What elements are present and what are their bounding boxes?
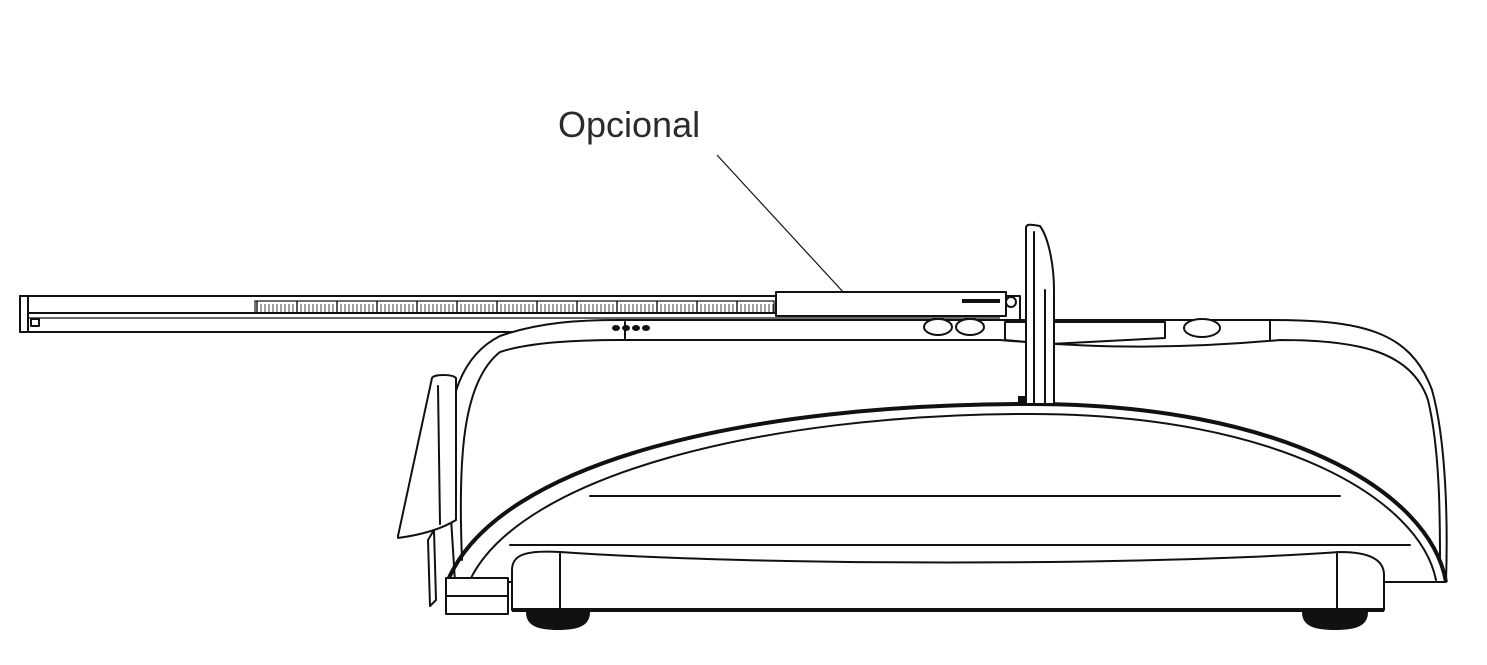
scale-body <box>446 319 1448 630</box>
optional-callout-label: Opcional <box>558 104 701 145</box>
head-piece <box>1018 223 1055 405</box>
button-3 <box>1183 318 1221 338</box>
left-foot <box>526 612 590 630</box>
button-1 <box>923 318 953 336</box>
foot-rest <box>397 374 509 615</box>
callout-leader-line <box>716 154 846 295</box>
rod-graduation-marks <box>254 300 775 314</box>
control-panel <box>612 318 1221 345</box>
vent-dots <box>612 325 650 331</box>
right-foot <box>1302 612 1368 630</box>
button-2 <box>955 318 985 336</box>
